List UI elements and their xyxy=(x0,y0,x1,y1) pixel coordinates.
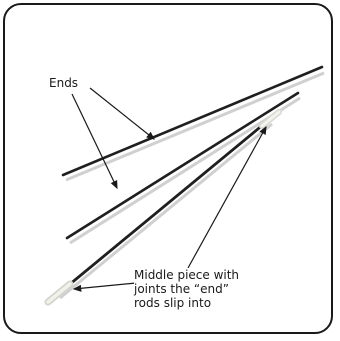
middle-piece-label-line-2: joints the “end” xyxy=(134,282,229,296)
middle-piece-label-line-1: Middle piece with xyxy=(134,268,240,282)
middle-piece-label-line-3: rods slip into xyxy=(134,296,212,310)
ends-pointer-bottom xyxy=(71,93,118,190)
rod-shadows xyxy=(59,71,325,300)
ends-label: Ends xyxy=(49,76,79,90)
ends-pointer-top xyxy=(89,87,155,140)
middle-pointer-upper xyxy=(187,125,267,269)
middle-pointer-lower xyxy=(72,282,137,292)
end-rod-bottom xyxy=(65,91,300,240)
middle-piece-rod xyxy=(56,117,272,296)
middle-piece-joint-upper xyxy=(259,109,282,129)
middle-piece-label: Middle piece with joints the “end” rods … xyxy=(134,268,240,310)
end-rod-top xyxy=(61,65,324,177)
middle-piece-joint-lower xyxy=(44,280,74,306)
